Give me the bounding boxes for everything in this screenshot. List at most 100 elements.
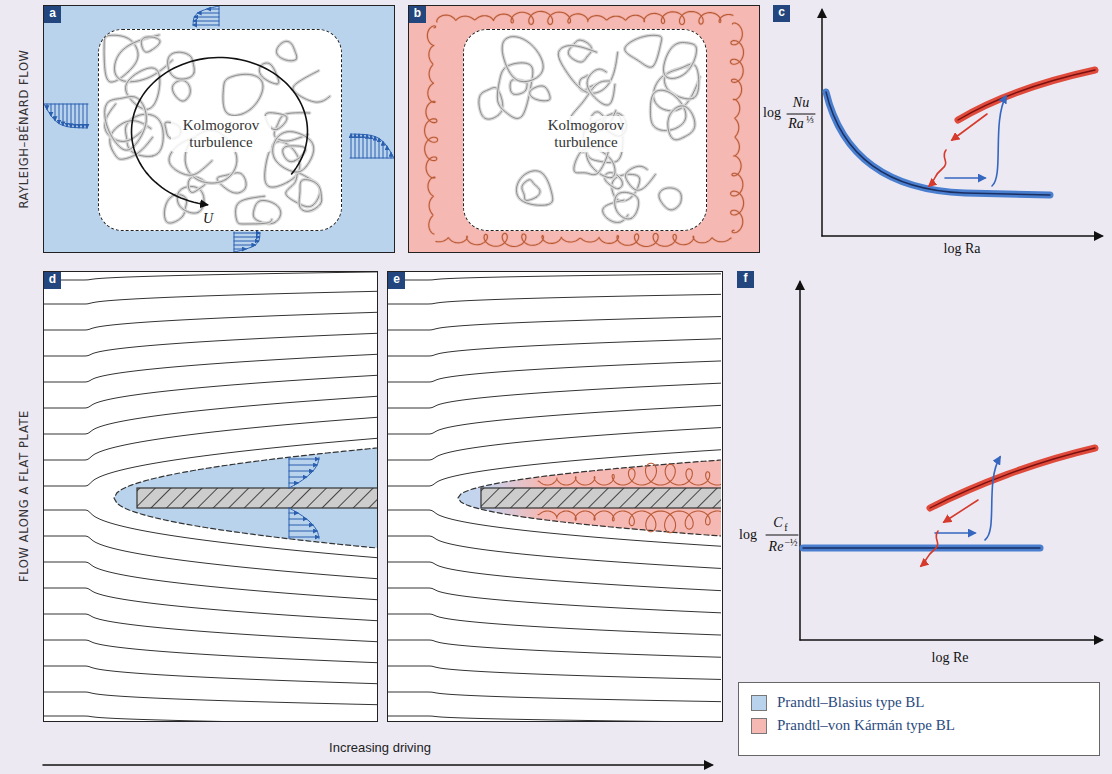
vortex-shade — [283, 146, 306, 162]
vortex-line — [653, 66, 700, 111]
eddy-line — [538, 511, 721, 533]
y-axis — [799, 282, 801, 640]
vortex-shade — [653, 66, 700, 111]
eddy-line — [730, 23, 743, 233]
velocity-arrow — [194, 17, 219, 18]
subscript-holder: f — [784, 522, 787, 533]
red-curve-core — [958, 70, 1095, 120]
velocity-arrow — [289, 525, 313, 526]
vortex-shade — [530, 86, 551, 101]
blue-jump-arrow — [985, 457, 1000, 540]
vortex-line — [664, 42, 697, 78]
red-arrow — [952, 114, 987, 140]
turbulent-core: Kolmogorov turbulenceU — [98, 29, 342, 231]
axis-label: log Re — [932, 650, 969, 666]
driving-label-holder: Increasing driving — [329, 740, 431, 755]
velocity-arrow — [193, 25, 219, 26]
velocity-arrow — [67, 104, 68, 127]
streamline — [44, 588, 377, 621]
velocity-arrow — [371, 135, 372, 158]
panel-letter: e — [388, 272, 405, 289]
velocity-arrow — [71, 104, 72, 127]
velocity-arrow — [289, 477, 307, 478]
panel-letter-holder: b — [409, 6, 426, 23]
eddy-line — [538, 463, 721, 485]
vortex-shade — [587, 69, 615, 105]
legend-text: Prandtl–Blasius type BL — [777, 694, 925, 711]
vortex-line — [299, 180, 322, 212]
blue-curve — [826, 92, 1050, 195]
velocity-arrow — [375, 137, 376, 158]
vortex-line — [668, 106, 695, 140]
eddy-line — [437, 11, 733, 24]
vortex-line — [522, 180, 540, 201]
red-curve-core — [930, 448, 1095, 508]
vortex-line — [568, 40, 592, 62]
vortex-shade — [522, 180, 540, 201]
streamline — [44, 354, 377, 382]
legend-text: Prandtl–von Kármán type BL — [777, 717, 955, 734]
streamline — [44, 272, 377, 280]
vortex-line — [516, 171, 552, 206]
velocity-arrow — [83, 104, 84, 128]
velocity-arrow — [63, 104, 64, 125]
profile-curve — [289, 508, 319, 539]
blue-jump-arrow — [992, 96, 1006, 186]
streamline — [388, 383, 721, 408]
vortex-line — [497, 63, 533, 119]
velocity-arrow — [75, 104, 76, 128]
axis-symbol-holder: Re — [769, 539, 784, 555]
vortex-shade — [568, 40, 592, 62]
streamline — [44, 291, 377, 304]
vortex-line — [625, 35, 662, 67]
axis-label: log — [763, 105, 781, 121]
eddy-shade — [437, 11, 733, 24]
streamline — [44, 640, 377, 663]
legend: Prandtl–Blasius type BL Prandtl–von Kármá… — [738, 682, 1100, 756]
axis-label: log — [739, 527, 757, 543]
streamline — [388, 692, 721, 702]
velocity-arrow — [367, 135, 368, 158]
plot-panel: c — [773, 5, 1102, 253]
axis-label-holder: log — [739, 527, 757, 543]
eddy-line — [436, 233, 731, 246]
vortex-line — [502, 37, 543, 82]
x-axis — [822, 235, 1102, 237]
flat-plate-flow — [44, 272, 377, 721]
velocity-arrow — [289, 531, 317, 532]
panel-letter: f — [737, 271, 754, 288]
velocity-arrow — [289, 537, 319, 538]
vortex-line — [105, 97, 147, 151]
vortex-line — [276, 41, 296, 60]
streamline — [388, 640, 721, 657]
velocity-arrow — [79, 104, 80, 128]
axis-label: log Ra — [944, 241, 981, 257]
streamline — [388, 588, 721, 613]
panel: aKolmogorov turbulenceU — [43, 5, 395, 253]
turbulent-core: Kolmogorov turbulence — [463, 29, 707, 231]
vortex-shade — [625, 35, 662, 67]
driving-label: Increasing driving — [329, 740, 431, 755]
streamline — [388, 339, 721, 356]
streamline — [388, 666, 721, 680]
vortex-line — [236, 196, 272, 224]
streamline — [388, 614, 721, 635]
panel-letter-holder: f — [737, 271, 754, 288]
velocity-arrow — [55, 104, 56, 120]
exponent: −½ — [784, 537, 797, 548]
streamline — [388, 316, 721, 330]
region-label-holder: Kolmogorov turbulence — [171, 116, 271, 152]
velocity-arrow — [59, 104, 60, 124]
region-label-holder: Kolmogorov turbulence — [536, 116, 636, 152]
legend-row: Prandtl–von Kármán type BL — [751, 717, 1087, 734]
velocity-arrow — [234, 245, 255, 246]
eddy-line — [425, 26, 438, 234]
vortex-line — [141, 37, 160, 52]
vortex-shade — [223, 74, 263, 115]
profile-curve — [234, 233, 260, 252]
axis-symbol-holder: Ra — [788, 116, 804, 132]
streamline — [44, 716, 377, 721]
exponent: ⅓ — [806, 114, 814, 125]
streamline — [44, 562, 377, 600]
